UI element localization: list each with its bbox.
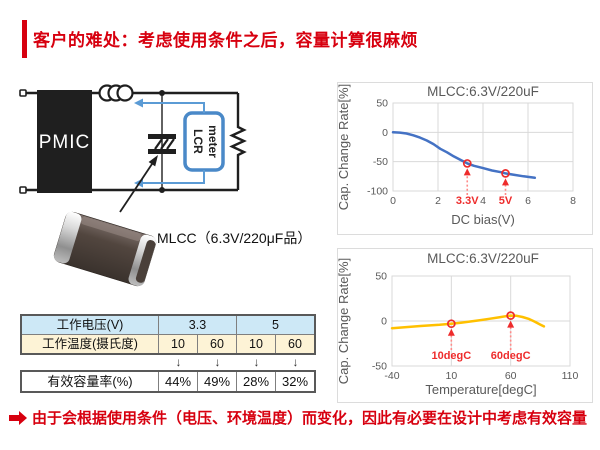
mlcc-capacitor-symbol [148,134,176,154]
conditions-table: 工作电压(V) 3.3 5 工作温度(摄氏度) 10 60 10 60 [20,314,316,355]
temperature-value: 10 [237,335,275,353]
x-tick-label: 2 [435,195,441,207]
pmic-block [37,90,92,193]
x-tick-label: -40 [384,370,399,382]
effective-value: 49% [198,372,236,391]
annotation-label: 3.3V [456,195,479,207]
mlcc-pointer-arrow [119,155,158,213]
voltage-value: 3.3 [159,316,236,334]
y-tick-label: -100 [367,186,388,198]
junction-dot-bottom [159,187,165,193]
effective-capacitance-table: 工作电压(V) 3.3 5 工作温度(摄氏度) 10 60 10 60 ↓ ↓ … [20,314,316,393]
down-arrow-icon: ↓ [214,355,221,369]
circuit-diagram: PMIC LCR meter [19,84,247,213]
y-tick-label: 0 [382,127,388,139]
pmic-label: PMIC [39,132,91,153]
x-tick-label: 0 [390,195,396,207]
y-tick-label: -50 [372,361,387,373]
x-tick-label: 4 [480,195,486,207]
annotation-label: 5V [499,195,513,207]
page-title: 客户的难处：考虑使用条件之后，容量计算很麻烦 [33,31,418,50]
data-point-marker [446,319,456,329]
annotation-arrowhead [502,178,509,186]
plot-border [391,275,571,367]
y-axis-label: Cap. Change Rate[%] [337,84,351,210]
data-point-marker [462,159,472,168]
lcr-probe-arrow-top [134,98,205,113]
dc-bias-characteristic-curve [391,131,537,180]
lcr-meter-label-line1: LCR [191,129,205,154]
x-tick-label: 10 [445,370,457,382]
lcr-probe-arrow-bottom [134,170,205,188]
effective-row-label: 有效容量率(%) [22,372,158,391]
temperature-chart: -40 10 60 110 50 0 -50 MLCC:6.3V/220uF Temperatu… [337,248,593,403]
temperature-value: 10 [159,335,197,353]
conclusion-text: 由于会根据使用条件（电压、环境温度）而变化，因此有必要在设计中考虑有效容量 [32,410,588,427]
y-axis-label: Cap. Change Rate[%] [337,258,351,384]
title-accent-bar [22,20,27,58]
plot-border [392,102,574,192]
down-arrow-icon: ↓ [253,355,260,369]
junction-dot-top [159,90,165,96]
temperature-row-label: 工作温度(摄氏度) [22,335,158,353]
mlcc-label: MLCC（6.3V/220μF品） [157,230,312,246]
down-arrow-icon: ↓ [292,355,299,369]
x-axis-label: Temperature[degC] [425,382,536,397]
x-tick-label: 8 [570,195,576,207]
voltage-row-label: 工作电压(V) [22,316,158,334]
temperature-value: 60 [198,335,236,353]
y-tick-label: -50 [373,156,388,168]
effective-value: 44% [159,372,197,391]
x-tick-label: 110 [562,370,579,382]
chart-title: MLCC:6.3V/220uF [427,84,539,99]
data-point-marker [506,311,516,320]
effective-value: 32% [276,372,314,391]
mlcc-chip-image [53,211,157,287]
conclusion: 由于会根据使用条件（电压、环境温度）而变化，因此有必要在设计中考虑有效容量 [8,407,587,428]
temperature-characteristic-curve [390,314,546,330]
result-table: 有效容量率(%) 44% 49% 28% 32% [20,370,316,393]
data-point-marker [501,169,510,178]
down-arrows-row: ↓ ↓ ↓ ↓ [20,355,316,370]
y-tick-label: 50 [375,271,387,283]
y-tick-label: 50 [376,98,388,110]
annotation-label: 10degC [431,350,471,362]
terminal-bottom [19,186,27,194]
x-axis-label: DC bias(V) [451,212,515,227]
annotation-label: 60degC [491,350,531,362]
effective-value: 28% [237,372,275,391]
voltage-value: 5 [237,316,314,334]
y-tick-label: 0 [381,316,387,328]
x-tick-label: 60 [505,370,517,382]
right-arrow-icon [9,410,27,425]
dc-bias-chart: 0 2 4 6 8 50 0 -50 -100 MLCC:6.3V/220uF DC bias(V)… [337,82,593,235]
terminal-top [19,89,27,97]
temperature-value: 60 [276,335,314,353]
chart-title: MLCC:6.3V/220uF [427,251,539,266]
resistor-symbol [229,93,247,190]
down-arrow-icon: ↓ [175,355,182,369]
annotation-arrowhead [447,328,455,336]
annotation-arrowhead [463,168,471,176]
lcr-meter-label-line2: meter [206,125,220,158]
x-tick-label: 6 [525,195,531,207]
annotation-arrowhead [507,320,515,328]
